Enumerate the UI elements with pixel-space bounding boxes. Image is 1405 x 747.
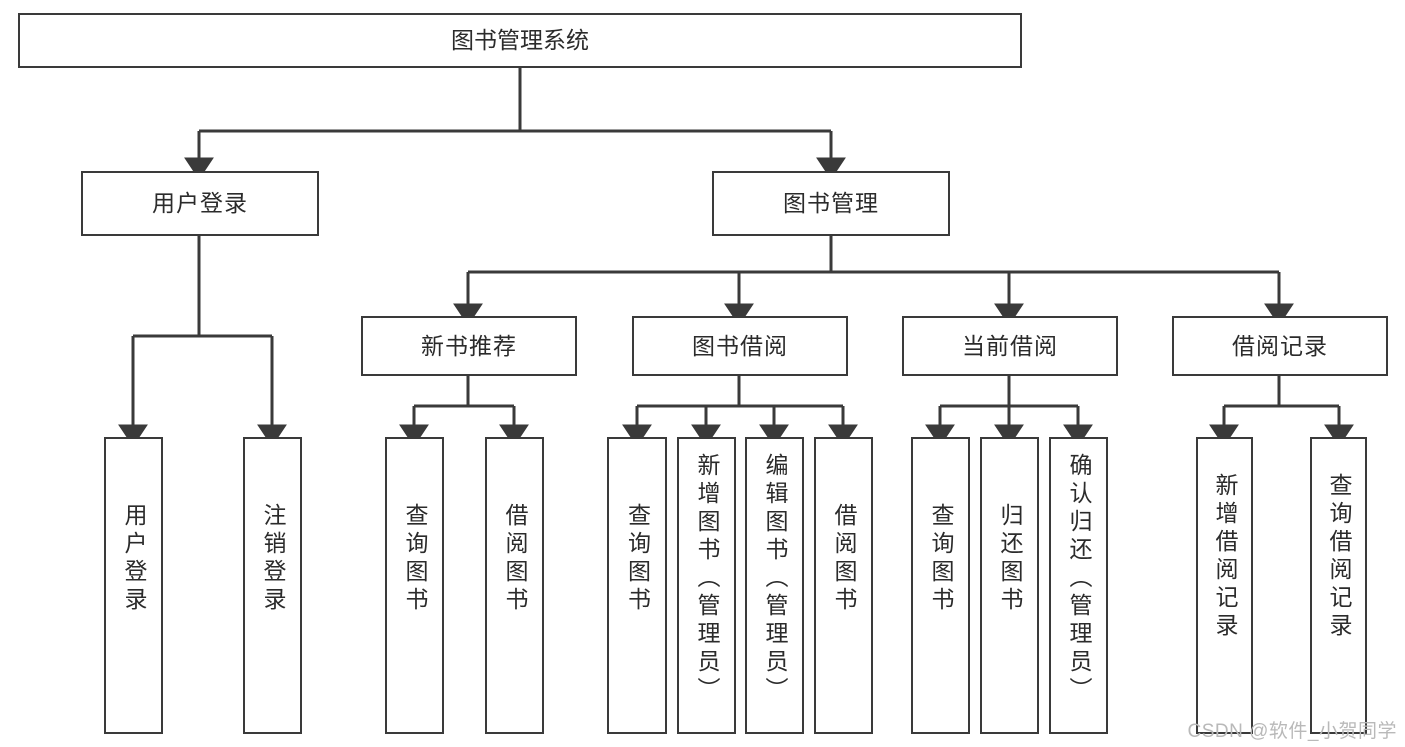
- node-leaf-query-book-1[interactable]: 查询图书: [385, 437, 444, 734]
- node-leaf-borrow-book-2[interactable]: 借阅图书: [814, 437, 873, 734]
- node-borrow-record-label: 借阅记录: [1232, 332, 1328, 359]
- node-leaf-edit-book[interactable]: 编辑图书（管理员）: [745, 437, 804, 734]
- node-leaf-query-record[interactable]: 查询借阅记录: [1310, 437, 1367, 734]
- node-borrow-record[interactable]: 借阅记录: [1172, 316, 1388, 376]
- node-root-label: 图书管理系统: [451, 27, 589, 54]
- node-user-login-label: 用户登录: [152, 190, 248, 217]
- node-leaf-borrow-book-1-label: 借阅图书: [502, 503, 528, 615]
- node-new-book-rec-label: 新书推荐: [421, 332, 517, 359]
- node-leaf-query-book-3-label: 查询图书: [928, 503, 954, 615]
- node-leaf-user-login-label: 用户登录: [121, 503, 147, 615]
- node-leaf-query-book-2-label: 查询图书: [624, 503, 651, 615]
- node-book-borrow-label: 图书借阅: [692, 332, 788, 359]
- node-book-borrow[interactable]: 图书借阅: [632, 316, 848, 376]
- node-leaf-query-book-1-label: 查询图书: [402, 503, 428, 615]
- node-new-book-rec[interactable]: 新书推荐: [361, 316, 577, 376]
- node-leaf-confirm-return-label: 确认归还（管理员）: [1066, 453, 1092, 705]
- node-leaf-edit-book-label: 编辑图书（管理员）: [762, 453, 788, 705]
- node-user-login[interactable]: 用户登录: [81, 171, 319, 236]
- node-leaf-confirm-return[interactable]: 确认归还（管理员）: [1049, 437, 1108, 734]
- node-leaf-user-login[interactable]: 用户登录: [104, 437, 163, 734]
- watermark: CSDN @软件_小贺同学: [1187, 721, 1397, 742]
- node-leaf-query-book-2[interactable]: 查询图书: [607, 437, 667, 734]
- node-leaf-add-book[interactable]: 新增图书（管理员）: [677, 437, 736, 734]
- node-leaf-logout[interactable]: 注销登录: [243, 437, 302, 734]
- node-root[interactable]: 图书管理系统: [18, 13, 1022, 68]
- node-leaf-query-book-3[interactable]: 查询图书: [911, 437, 970, 734]
- node-current-borrow[interactable]: 当前借阅: [902, 316, 1118, 376]
- node-leaf-add-record[interactable]: 新增借阅记录: [1196, 437, 1253, 734]
- node-leaf-query-record-label: 查询借阅记录: [1326, 473, 1352, 641]
- node-current-borrow-label: 当前借阅: [962, 332, 1058, 359]
- node-leaf-borrow-book-1[interactable]: 借阅图书: [485, 437, 544, 734]
- node-leaf-logout-label: 注销登录: [260, 503, 286, 615]
- node-leaf-add-record-label: 新增借阅记录: [1212, 473, 1238, 641]
- node-book-manage[interactable]: 图书管理: [712, 171, 950, 236]
- node-leaf-return-book[interactable]: 归还图书: [980, 437, 1039, 734]
- node-leaf-borrow-book-2-label: 借阅图书: [831, 503, 857, 615]
- node-leaf-add-book-label: 新增图书（管理员）: [694, 453, 720, 705]
- node-book-manage-label: 图书管理: [783, 190, 879, 217]
- node-leaf-return-book-label: 归还图书: [997, 503, 1023, 615]
